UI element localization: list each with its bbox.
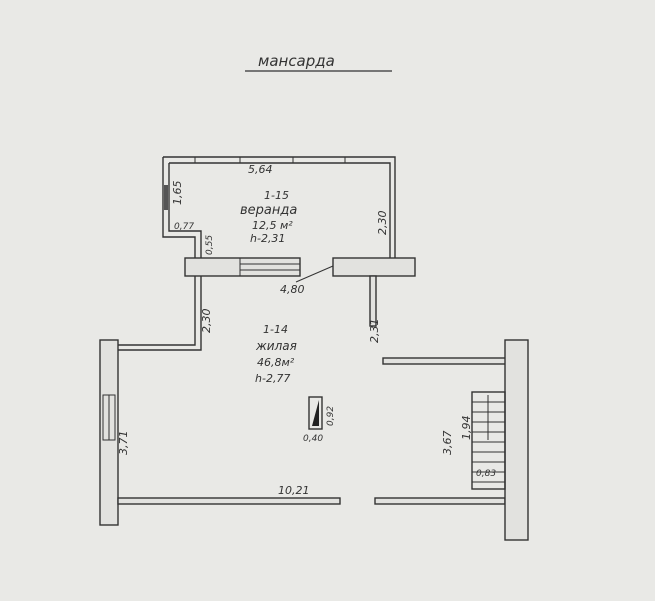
living-name: жилая: [255, 339, 297, 353]
chimney: [308, 396, 323, 430]
dim-veranda-right: 2,30: [376, 211, 389, 236]
veranda-number: 1-15: [264, 189, 289, 202]
dim-stair-length: 1,94: [460, 416, 473, 441]
living-walls: [99, 275, 529, 541]
dim-veranda-left: 1,65: [171, 181, 184, 206]
veranda-area: 12,5 м²: [252, 219, 293, 232]
dim-living-right: 3,67: [441, 431, 454, 456]
leader-line: [295, 265, 334, 283]
living-number: 1-14: [263, 323, 288, 336]
dim-living-left: 3,71: [117, 431, 130, 456]
veranda-walls: [162, 156, 396, 258]
veranda-name: веранда: [240, 203, 297, 218]
dim-chimney-depth: 0,92: [326, 406, 336, 426]
plan-title: мансарда: [258, 52, 335, 70]
wall-block: [184, 257, 416, 277]
living-height: h-2,77: [255, 372, 290, 385]
dim-chimney-width: 0,40: [303, 434, 323, 444]
dim-stair-width: 0,83: [476, 469, 496, 479]
dim-veranda-top: 5,64: [248, 163, 273, 176]
dim-opening: 4,80: [280, 283, 305, 296]
dim-notch-height: 0,55: [205, 235, 215, 255]
dim-notch-width: 0,77: [174, 222, 194, 232]
dim-living-bottom: 10,21: [278, 484, 310, 497]
dim-living-left-upper: 2,30: [200, 309, 213, 334]
living-area: 46,8м²: [257, 356, 295, 369]
veranda-height: h-2,31: [250, 232, 285, 245]
stairs: [471, 391, 506, 490]
dim-partition: 2,31: [368, 319, 381, 344]
